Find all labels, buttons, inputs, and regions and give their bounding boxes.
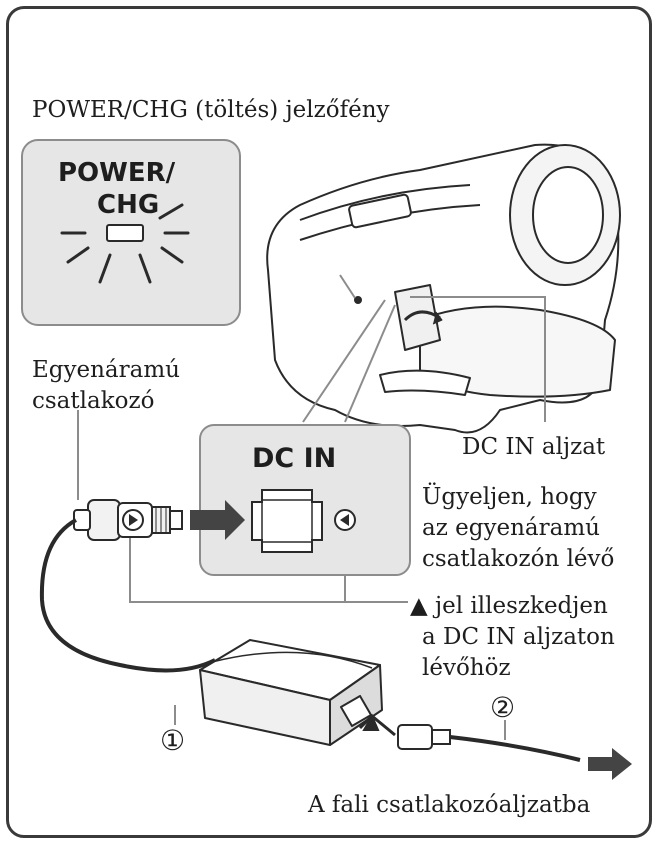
dc-cable	[39, 518, 216, 673]
power-callout-label: POWER/	[58, 158, 176, 188]
dc-in-callout-box	[199, 424, 411, 576]
adapter-marker: ①	[160, 724, 186, 757]
power-indicator-label: POWER/CHG (töltés) jelzőfény	[32, 97, 390, 123]
leader-lines	[77, 274, 546, 740]
align-note-line3: csatlakozón lévő	[422, 546, 615, 572]
align-note-line5: a DC IN aljzaton	[422, 624, 615, 650]
cord-marker: ②	[490, 691, 516, 724]
dc-plug-label-line2: csatlakozó	[32, 388, 155, 414]
align-note-line2: az egyenáramú	[422, 515, 600, 541]
outlet-arrow	[588, 748, 632, 780]
dc-plug-label-line1: Egyenáramú	[32, 357, 180, 383]
dc-in-callout-label: DC IN	[252, 443, 337, 474]
align-note-line4: ▲ jel illeszkedjen	[410, 593, 608, 619]
power-cord	[358, 713, 581, 762]
dc-in-jack-label: DC IN aljzat	[462, 434, 606, 460]
chg-callout-label: CHG	[97, 190, 160, 220]
align-note-line1: Ügyeljen, hogy	[422, 484, 597, 510]
ac-adapter	[199, 639, 383, 746]
camcorder-illustration	[266, 143, 621, 434]
power-chg-callout-box	[21, 139, 241, 326]
dc-plug	[73, 499, 183, 541]
insert-arrow	[190, 500, 245, 540]
align-note-line6: lévőhöz	[422, 655, 511, 681]
wall-outlet-label: A fali csatlakozóaljzatba	[308, 792, 591, 818]
